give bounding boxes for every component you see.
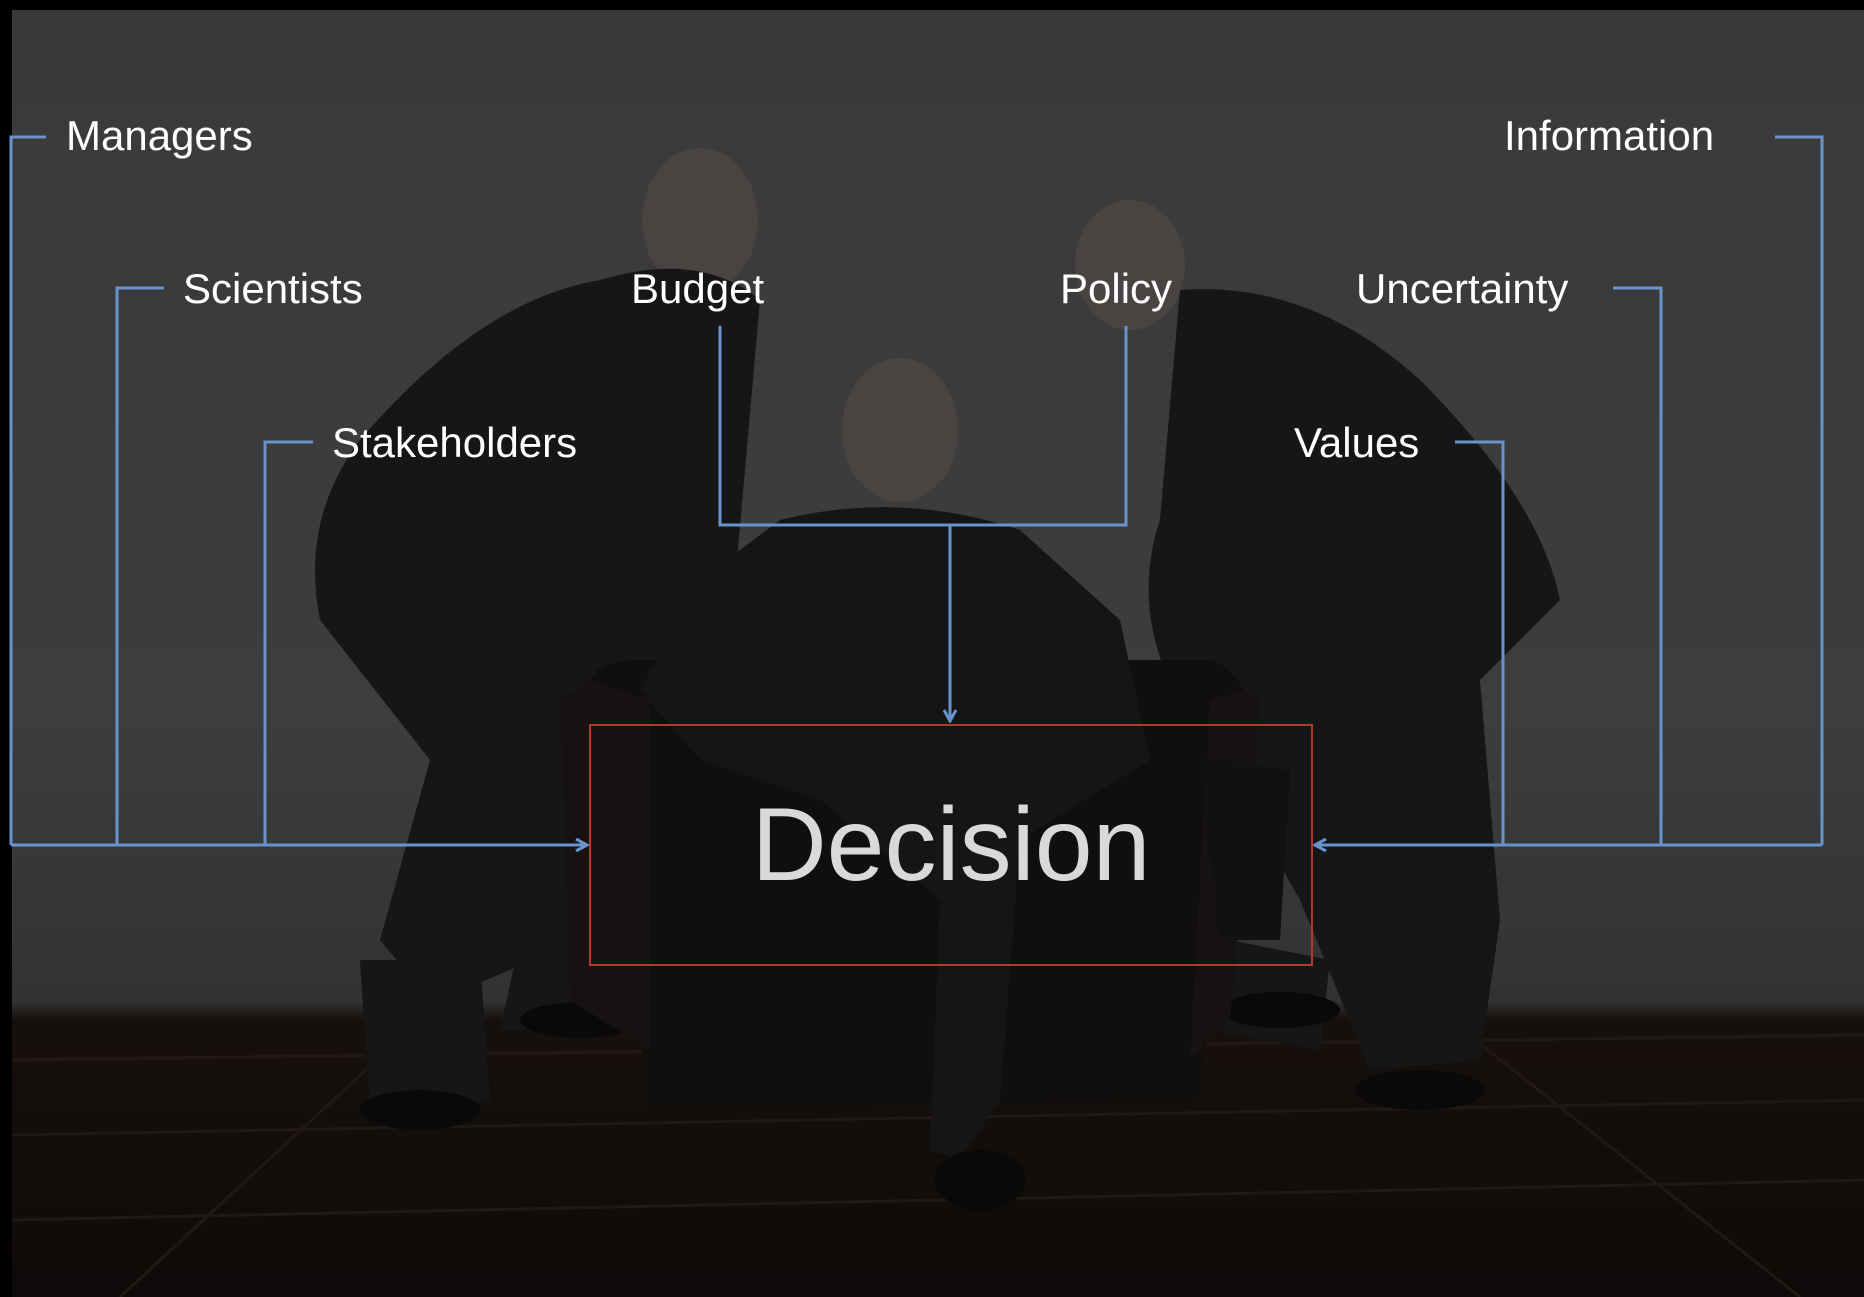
background-figures [12, 10, 1864, 1297]
label-uncertainty: Uncertainty [1356, 265, 1569, 312]
label-values: Values [1294, 419, 1420, 466]
background-photo-businessmen [12, 10, 1864, 1297]
connector-stakeholders [263, 440, 313, 845]
connector-managers [9, 135, 46, 845]
dim-overlay [12, 10, 1864, 1297]
label-policy: Policy [1060, 265, 1173, 312]
right-businessman [1075, 200, 1560, 1110]
seated-businessman [640, 358, 1290, 1210]
label-managers: Managers [66, 112, 253, 159]
decision-label: Decision [751, 786, 1151, 903]
connector-information [1775, 135, 1824, 845]
label-information: Information [1504, 112, 1715, 159]
label-budget: Budget [631, 265, 765, 312]
label-scientists: Scientists [183, 265, 363, 312]
connector-scientists [115, 286, 164, 845]
decision-box [589, 724, 1313, 966]
connector-uncertainty [1613, 286, 1663, 845]
connector-budget-policy [718, 326, 1128, 527]
connector-values [1455, 440, 1505, 845]
label-stakeholders: Stakeholders [332, 419, 578, 466]
